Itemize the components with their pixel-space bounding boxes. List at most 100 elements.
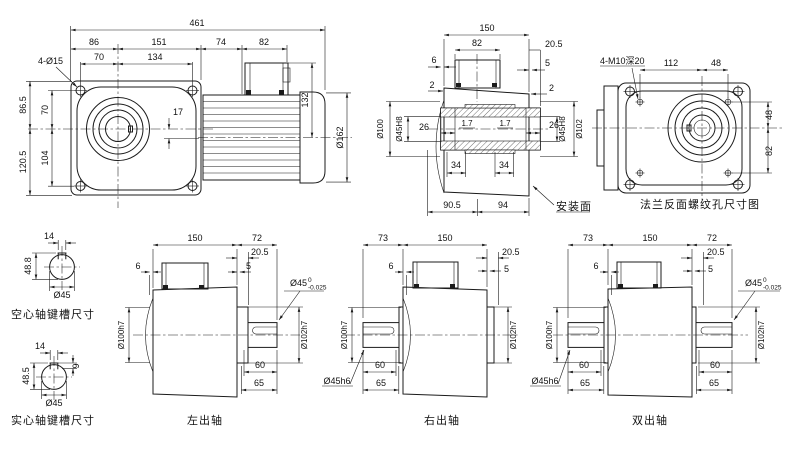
section-view: 150 82 20.5 6 5 2 2 Ø100 Ø45H8 26 1.7 1.… [376, 23, 592, 216]
dim: 132 [300, 92, 310, 107]
dim: 5 [504, 264, 509, 274]
dim: 9 [71, 363, 81, 368]
thread-hole-icon [635, 97, 645, 107]
dim: 65 [709, 378, 719, 388]
bolt-hole-icon [731, 177, 745, 192]
dim-tol-lower: -0.025 [308, 285, 327, 292]
dim: 60 [579, 360, 589, 370]
dim: 2 [429, 80, 434, 90]
dim: 60 [255, 360, 265, 370]
dim: 6 [593, 261, 598, 271]
dim: Ø45 [745, 278, 762, 288]
dim: 86 [89, 37, 99, 47]
double-shaft-view: 73 150 72 20.5 5 6 Ø100h7 Ø45h6 60 65 Ø4… [530, 233, 782, 427]
dim: 5 [708, 264, 713, 274]
dim: 82 [259, 37, 269, 47]
bolt-hole-icon [623, 84, 637, 99]
keyway-solid-view: 9 14 48.5 Ø45 实心轴键槽尺寸 [11, 341, 95, 427]
dim: 120.5 [18, 151, 28, 174]
dim: 94 [498, 200, 508, 210]
dim: Ø100h7 [117, 320, 126, 349]
flange-caption: 法兰反面螺纹孔尺寸图 [640, 197, 760, 211]
dim: Ø45 [53, 290, 70, 300]
dim: 34 [499, 160, 509, 170]
bolt-hole-icon [623, 177, 637, 192]
bolt-hole-icon [185, 83, 200, 98]
dim: 34 [451, 160, 461, 170]
dim: Ø100h7 [545, 320, 554, 349]
dim: Ø45 [290, 278, 307, 288]
dim: 14 [35, 341, 45, 351]
dim: 60 [710, 360, 720, 370]
dim: 20.5 [707, 247, 725, 257]
bolt-hole-icon [731, 84, 745, 99]
dim-tol-upper: 0 [763, 277, 767, 284]
keyway-solid-caption: 实心轴键槽尺寸 [11, 413, 95, 427]
dim: 134 [147, 52, 162, 62]
dim: 72 [252, 233, 262, 243]
right-shaft-caption: 右出轴 [424, 413, 460, 427]
dim: 70 [94, 52, 104, 62]
right-shaft-view: 73 150 20.5 5 6 Ø100h7 Ø45h6 60 65 Ø102h… [322, 233, 520, 427]
dim: 17 [173, 107, 183, 117]
dim: Ø162 [335, 126, 345, 148]
dim: Ø45h6 [323, 376, 350, 386]
dim: Ø45h6 [531, 376, 558, 386]
dim: 48.5 [21, 367, 31, 385]
dim: Ø45 [45, 398, 62, 408]
dim: 26 [419, 122, 429, 132]
motor-fins [203, 101, 300, 174]
dim: Ø45H8 [395, 116, 404, 142]
dim: 65 [580, 378, 590, 388]
dim: 65 [254, 378, 264, 388]
dim: 65 [376, 378, 386, 388]
left-shaft-caption: 左出轴 [187, 413, 223, 427]
dim: 1.7 [499, 119, 511, 128]
flange-view: 4-M10深20 112 48 48 82 法兰反面螺纹孔尺寸图 [592, 56, 782, 211]
keyway-hollow-view: 14 48.8 Ø45 空心轴键槽尺寸 [11, 231, 95, 321]
dim: 1.7 [461, 119, 473, 128]
thread-callout: 4-M10深20 [600, 56, 645, 66]
hole-callout: 4-Ø15 [38, 56, 63, 66]
dim: 112 [664, 58, 678, 68]
dim: 82 [472, 38, 482, 48]
dim: 90.5 [443, 200, 461, 210]
dim: Ø102h7 [300, 320, 309, 349]
keyway-hollow-caption: 空心轴键槽尺寸 [11, 307, 95, 321]
dim: 73 [583, 233, 593, 243]
dim: 72 [707, 233, 717, 243]
dim: 5 [545, 58, 550, 68]
dim: Ø102h7 [757, 320, 766, 349]
dim: 86.5 [18, 96, 28, 114]
dim: 150 [642, 233, 657, 243]
dim: 20.5 [502, 247, 520, 257]
dim: 5 [246, 261, 251, 271]
thread-hole-icon [723, 97, 733, 107]
dim: 60 [375, 360, 385, 370]
dim: 26 [549, 120, 559, 130]
dim: Ø100h7 [340, 320, 349, 349]
dim: 82 [764, 146, 774, 156]
dim: Ø45H8 [558, 116, 567, 142]
dim-tol-upper: 0 [308, 277, 312, 284]
dim: Ø102h7 [509, 320, 518, 349]
dim: 150 [437, 233, 452, 243]
dim: 104 [40, 150, 50, 165]
dim-tol-lower: -0.025 [763, 285, 782, 292]
dim: 70 [40, 105, 50, 115]
dim: 6 [135, 261, 140, 271]
mount-face-label: 安装面 [556, 199, 592, 213]
double-shaft-caption: 双出轴 [632, 413, 668, 427]
dim: 73 [378, 233, 388, 243]
dim: 461 [189, 18, 204, 28]
thread-hole-icon [723, 168, 733, 178]
dim: 150 [479, 23, 494, 33]
dim: 74 [216, 37, 226, 47]
dim: 20.5 [251, 247, 269, 257]
dim: 2 [549, 83, 554, 93]
dim: 151 [151, 37, 166, 47]
bolt-hole-icon [185, 179, 200, 193]
dim: 6 [431, 55, 436, 65]
